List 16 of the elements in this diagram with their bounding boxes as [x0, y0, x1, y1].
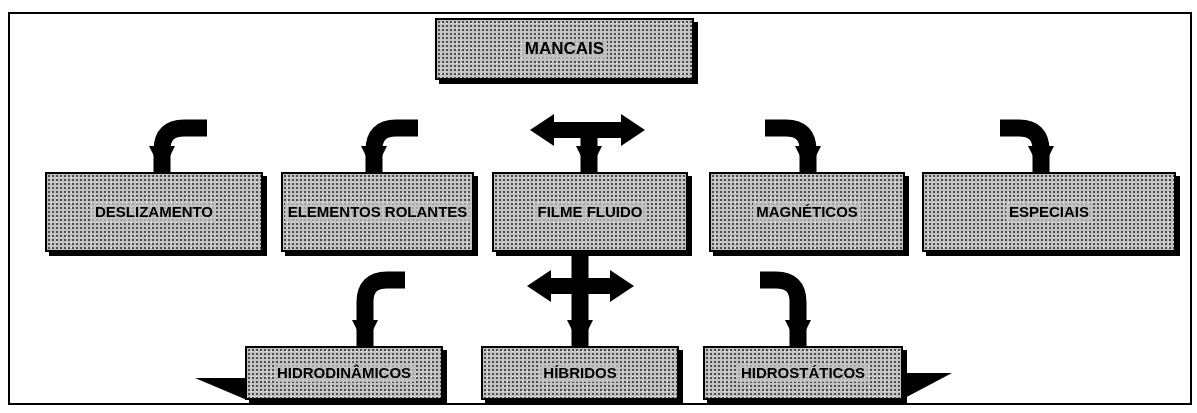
box-label: MANCAIS [521, 39, 608, 59]
box-label: MAGNÉTICOS [753, 203, 861, 221]
box-label: ESPECIAIS [1006, 203, 1092, 221]
curved-arrow [361, 119, 418, 172]
box-label: HIDROSTÁTICOS [737, 364, 869, 382]
stem-arrow [576, 136, 602, 172]
curved-arrow [760, 271, 811, 346]
box-label: FILME FLUIDO [534, 203, 646, 221]
box-label: HÍBRIDOS [540, 364, 620, 382]
curved-arrow [765, 119, 821, 172]
curved-arrow [352, 271, 405, 346]
box-label: ELEMENTOS ROLANTES [284, 203, 471, 221]
curved-arrow [1000, 119, 1054, 172]
box-label: DESLIZAMENTO [91, 203, 217, 221]
box-label: HIDRODINÂMICOS [273, 364, 415, 382]
curved-arrow [149, 119, 207, 172]
